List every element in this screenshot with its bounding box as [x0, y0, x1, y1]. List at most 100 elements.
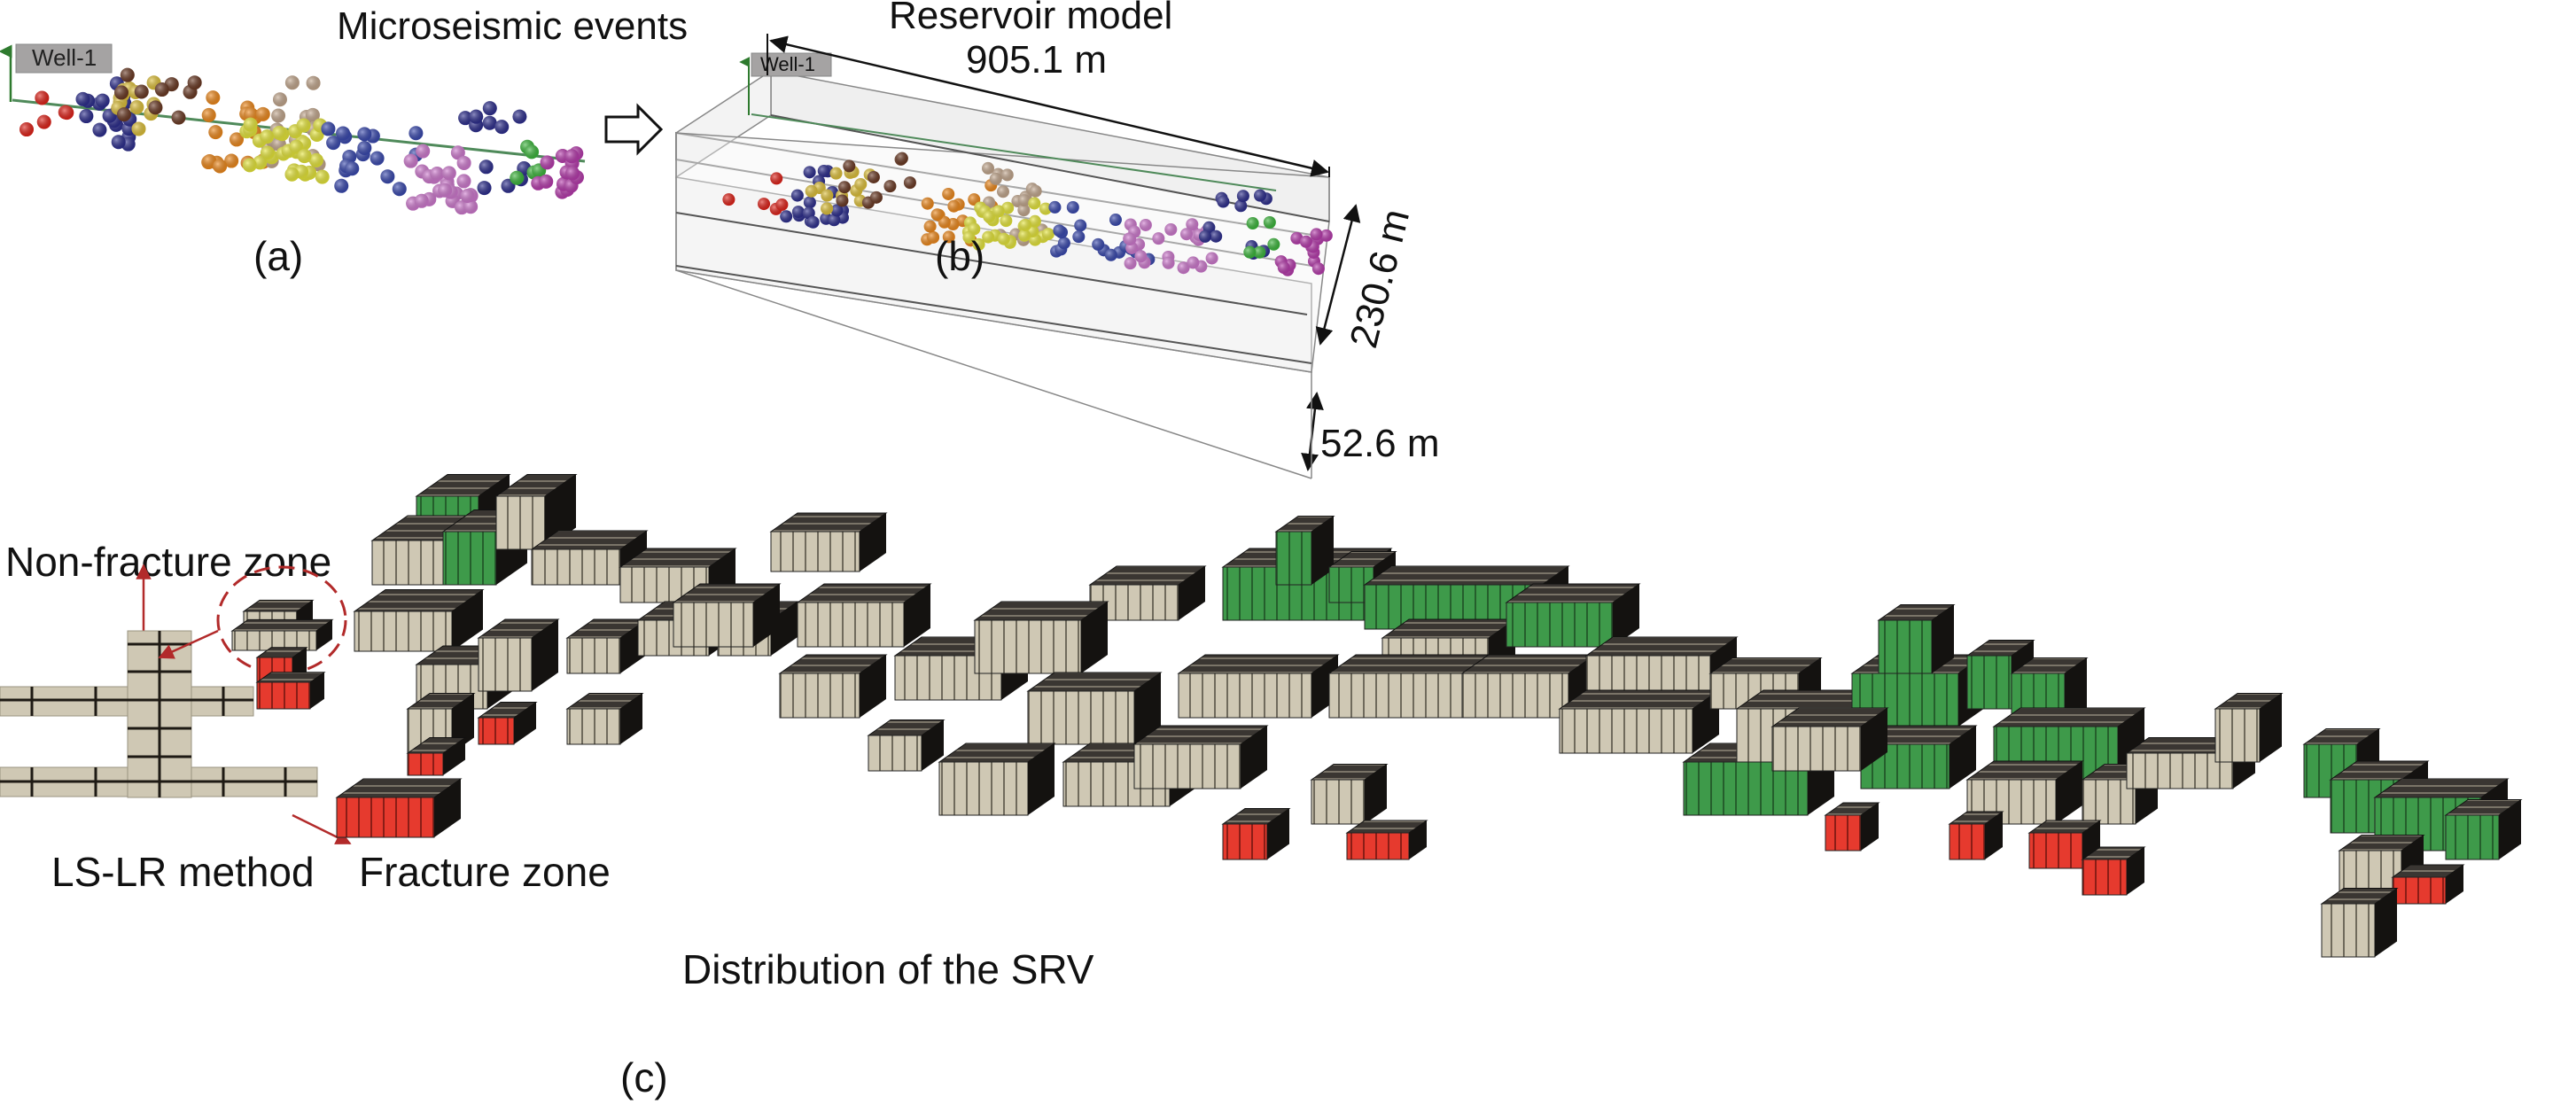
event-point — [1053, 224, 1066, 237]
event-point — [479, 159, 494, 175]
fracture-arrow — [292, 813, 352, 845]
event-point — [120, 67, 135, 82]
event-point — [1277, 261, 1290, 275]
event-point — [821, 189, 834, 202]
non-fracture-voxel-block — [2320, 888, 2399, 958]
event-point — [1017, 194, 1031, 207]
event-point — [565, 166, 580, 181]
fracture-voxel-block — [255, 672, 326, 710]
event-point — [996, 185, 1009, 198]
event-point — [1000, 168, 1014, 182]
event-point — [111, 135, 126, 150]
non-fracture-voxel-block — [406, 693, 476, 754]
non-fracture-voxel-block — [1026, 672, 1163, 745]
event-point — [1217, 195, 1230, 208]
non-fracture-voxel-block — [778, 654, 888, 719]
event-point — [463, 199, 479, 214]
event-point — [838, 181, 852, 194]
event-point — [982, 230, 995, 244]
event-point — [284, 167, 300, 182]
non-fracture-voxel-block — [353, 589, 485, 652]
event-point — [539, 174, 554, 189]
event-point — [843, 159, 856, 173]
event-point — [1152, 232, 1165, 245]
event-point — [1072, 230, 1086, 244]
ls-lr-method-label: LS-LR method — [51, 849, 315, 895]
event-point — [380, 169, 395, 184]
event-point — [1243, 245, 1257, 259]
event-point — [1311, 262, 1325, 276]
event-point — [1310, 228, 1323, 241]
well-label: Well-1 — [32, 44, 97, 71]
event-point — [830, 204, 844, 217]
event-point — [129, 99, 144, 114]
non-fracture-voxel-block — [565, 693, 644, 745]
event-point — [1028, 214, 1041, 228]
non-fracture-voxel-block — [2214, 693, 2284, 763]
event-point — [1109, 214, 1122, 227]
event-point — [456, 155, 471, 170]
event-point — [564, 149, 580, 164]
event-point — [59, 105, 74, 121]
fracture-zone-label: Fracture zone — [359, 849, 611, 895]
event-point — [930, 208, 944, 222]
event-point — [770, 172, 783, 185]
fracture-voxel-block — [1948, 811, 2004, 860]
event-point — [315, 169, 330, 184]
event-point — [722, 193, 735, 206]
panel-a: Microseismic events Well-1 (a) — [0, 4, 688, 279]
event-point — [821, 202, 834, 215]
srv-voxel-block — [1877, 604, 1956, 674]
srv-voxel-block — [1505, 583, 1641, 648]
event-point — [456, 174, 471, 189]
event-point — [1319, 229, 1333, 242]
event-point — [1048, 200, 1062, 214]
event-point — [482, 101, 497, 116]
event-point — [1029, 184, 1042, 198]
well-label-tag: Well-1 — [15, 43, 113, 74]
event-point — [1187, 256, 1200, 269]
event-point — [1074, 219, 1087, 232]
event-point — [441, 166, 456, 181]
event-point — [510, 170, 525, 185]
event-point — [836, 194, 849, 207]
event-point — [469, 109, 484, 124]
event-point — [983, 210, 996, 223]
non-fracture-voxel-block — [1177, 654, 1340, 719]
non-fracture-voxel-block — [672, 583, 782, 648]
event-point — [260, 129, 275, 144]
event-point — [271, 108, 286, 123]
event-point — [790, 189, 804, 202]
event-point — [201, 107, 216, 122]
event-point — [1057, 237, 1070, 250]
event-point — [1290, 231, 1304, 245]
event-point — [867, 170, 880, 183]
event-point — [296, 118, 311, 133]
length-dimension: 905.1 m — [966, 38, 1107, 82]
event-point — [1253, 245, 1266, 259]
event-point — [1253, 189, 1266, 202]
event-point — [213, 159, 228, 174]
event-point — [1041, 228, 1055, 241]
event-point — [1028, 197, 1041, 210]
event-point — [817, 165, 830, 178]
event-point — [1162, 256, 1175, 269]
non-fracture-voxel-block — [1310, 764, 1389, 825]
event-point — [477, 181, 492, 196]
event-point — [187, 75, 202, 90]
non-fracture-voxel-block — [867, 719, 946, 772]
event-point — [284, 75, 300, 90]
event-point — [409, 126, 424, 141]
event-point — [805, 184, 818, 198]
event-point — [1092, 237, 1105, 251]
event-point — [242, 158, 257, 173]
event-point — [392, 182, 407, 197]
event-point — [92, 122, 107, 137]
event-point — [272, 92, 287, 107]
event-point — [1124, 257, 1137, 270]
event-point — [921, 197, 934, 210]
event-point — [36, 114, 51, 129]
event-point — [1210, 229, 1223, 243]
event-point — [460, 189, 475, 204]
event-point — [430, 167, 445, 182]
